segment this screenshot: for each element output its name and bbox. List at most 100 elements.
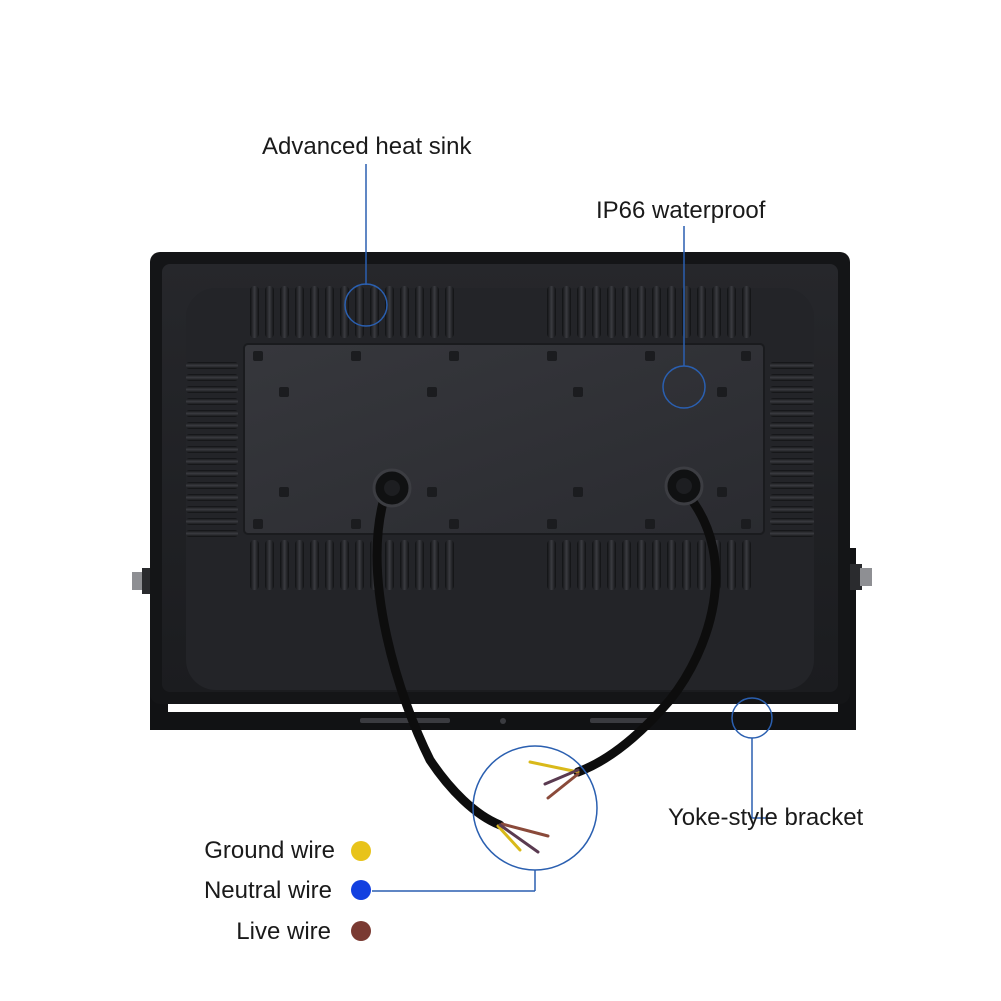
yoke-bracket — [150, 548, 856, 730]
heat-sink-fin — [186, 410, 238, 417]
heat-sink-fin — [415, 286, 424, 338]
heat-sink-fin — [310, 286, 319, 338]
heat-sink-fin — [607, 286, 616, 338]
heat-sink-fin — [770, 446, 814, 453]
heat-sink-fin — [310, 540, 319, 590]
heat-sink-fin — [280, 286, 289, 338]
heat-sink-fin — [652, 540, 661, 590]
plate-screw — [741, 519, 751, 529]
heat-sink-fin — [770, 530, 814, 537]
heat-sink-fin — [186, 434, 238, 441]
heat-sink-fin — [415, 540, 424, 590]
heat-sink-fin — [770, 386, 814, 393]
heat-sink-fin — [770, 482, 814, 489]
heat-sink-fin — [770, 398, 814, 405]
ground-wire-swatch — [351, 841, 371, 861]
heat-sink-fin — [547, 540, 556, 590]
heat-sink-fin — [340, 540, 349, 590]
heat-sink-fin — [186, 374, 238, 381]
legend-ground-label: Ground wire — [204, 837, 335, 864]
plate-screw — [449, 351, 459, 361]
heat-sink-fin — [547, 286, 556, 338]
live-wire-swatch — [351, 921, 371, 941]
heat-sink-fin — [652, 286, 661, 338]
heat-sink-fin — [370, 286, 379, 338]
heat-sink-fin — [770, 410, 814, 417]
heat-sink-fin — [562, 540, 571, 590]
callout-heat-sink-pointer — [344, 164, 388, 327]
heat-sink-fin — [280, 540, 289, 590]
cable-glands — [372, 466, 704, 508]
heat-sink-fin — [742, 286, 751, 338]
heat-sink-fin — [770, 470, 814, 477]
heat-sink-fin — [445, 540, 454, 590]
heat-sink-fin — [770, 374, 814, 381]
heat-sink-fin — [622, 540, 631, 590]
heat-sink-fin — [592, 540, 601, 590]
heat-sink-fin — [770, 422, 814, 429]
legend-neutral-label: Neutral wire — [203, 877, 332, 904]
heat-sink-fin — [186, 470, 238, 477]
heat-sink-fin — [727, 286, 736, 338]
heat-sink-label: Advanced heat sink — [262, 133, 472, 160]
heat-sink-fin — [697, 286, 706, 338]
plate-screw — [547, 519, 557, 529]
heat-sink-fin — [667, 286, 676, 338]
heat-sink-fin — [770, 506, 814, 513]
heat-sink-fin — [727, 540, 736, 590]
heat-sink-fin — [400, 540, 409, 590]
heat-sink-fin — [186, 530, 238, 537]
plate-screw — [741, 351, 751, 361]
heat-sink-fin — [250, 286, 259, 338]
callout-wires-pointer — [372, 745, 598, 892]
heat-sink-fin — [770, 362, 814, 369]
plate-screw — [573, 387, 583, 397]
callout-waterproof-pointer — [662, 226, 706, 409]
waterproof-label: IP66 waterproof — [596, 197, 766, 224]
heat-sink-fin — [430, 540, 439, 590]
heat-sink-fin — [186, 518, 238, 525]
plate-screw — [279, 387, 289, 397]
heat-sink-fin — [577, 286, 586, 338]
heat-sink-fin — [445, 286, 454, 338]
plate-screw — [351, 351, 361, 361]
heat-sink-fin — [622, 286, 631, 338]
heat-sink-fin — [340, 286, 349, 338]
plate-screw — [717, 487, 727, 497]
plate-screw — [279, 487, 289, 497]
heat-sink-fin — [562, 286, 571, 338]
plate-screw — [253, 519, 263, 529]
plate-screws — [253, 351, 751, 529]
heat-sink-fin — [265, 540, 274, 590]
heat-sink-fin — [385, 286, 394, 338]
plate-screw — [449, 519, 459, 529]
plate-screw — [351, 519, 361, 529]
heat-sink-fin — [186, 458, 238, 465]
plate-screw — [645, 351, 655, 361]
bracket-label: Yoke-style bracket — [668, 804, 864, 831]
plate-screw — [645, 519, 655, 529]
heat-sink-fin — [667, 540, 676, 590]
back-plate — [243, 343, 765, 535]
heat-sink-fin — [186, 422, 238, 429]
heat-sink-fin — [577, 540, 586, 590]
heat-sink-fin — [186, 362, 238, 369]
exposed-wires — [496, 760, 580, 854]
heat-sink-fin — [697, 540, 706, 590]
heat-sink-fin — [770, 434, 814, 441]
callout-bracket-pointer — [731, 697, 773, 819]
heat-sink-fin — [682, 540, 691, 590]
plate-screw — [573, 487, 583, 497]
heat-sink-fins — [186, 286, 814, 590]
heat-sink-fin — [295, 540, 304, 590]
plate-screw — [427, 387, 437, 397]
heat-sink-fin — [186, 482, 238, 489]
heat-sink-fin — [186, 386, 238, 393]
heat-sink-fin — [325, 540, 334, 590]
legend-live-label: Live wire — [236, 918, 331, 945]
heat-sink-fin — [637, 286, 646, 338]
heat-sink-fin — [186, 506, 238, 513]
heat-sink-fin — [770, 494, 814, 501]
heat-sink-fin — [400, 286, 409, 338]
